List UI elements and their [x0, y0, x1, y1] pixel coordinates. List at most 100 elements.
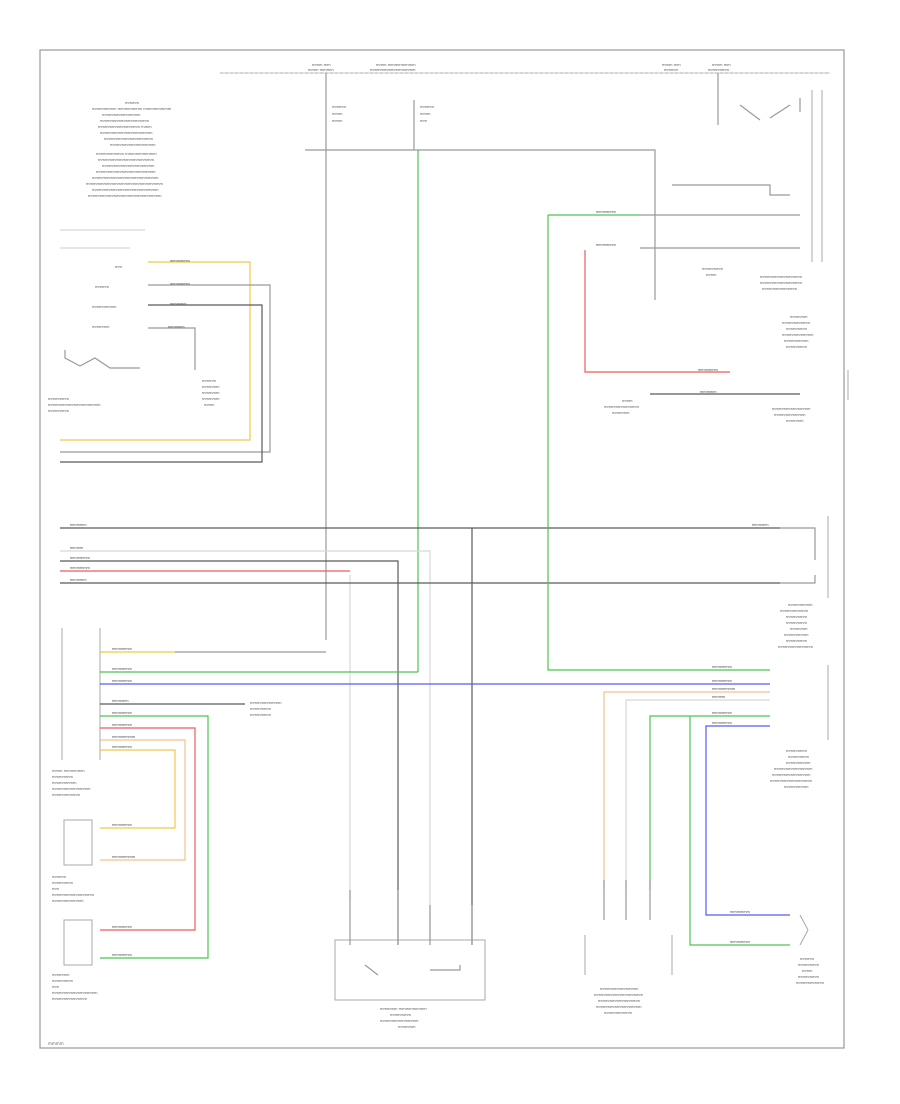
tag-blk-bus-left: mmmmm — [70, 523, 87, 527]
tag-blk-5: mmmmm — [112, 699, 129, 703]
right-bottom-sensor-label: mmmm mmmmmm mmm mmmmmm mmmmmmmm — [796, 957, 825, 985]
tag-blu-1: mmmmmm — [170, 282, 191, 286]
tag-red-3: mmmmmm — [112, 723, 133, 727]
tag-blu-2: mmmmmm — [70, 556, 91, 560]
right-fifth-label-6: mmmmmmmmmmmm — [770, 779, 813, 783]
note-line-12: mmmmmmmmmmmmmmmmm — [96, 170, 156, 174]
right-third-module-label: mmmmmmmmmmm mmmmmmmmm mmmmm — [772, 407, 811, 423]
pin-label-4: mmmmm — [92, 325, 110, 329]
tag-red-1: mmmmmm — [70, 566, 91, 570]
right-third-label-2: mmmmmmmmm — [774, 413, 806, 417]
mid-left-label-5: mmmmmmmm — [52, 793, 81, 797]
pin-label-2: mmmm — [95, 285, 110, 289]
right-light-wire — [625, 699, 770, 890]
left-switch-label: mmmmmm mmmmmmmmmmmmmmm mmmmmm — [48, 397, 101, 413]
left-sensor-2-label-4: mmmmmmmmmmmmm — [52, 991, 98, 995]
mid-ground-label-3: mmmmm — [612, 411, 630, 415]
bottom-center-module-box — [334, 939, 486, 1001]
note-line-10: mmmmmmmmmmmmmmmm — [98, 158, 155, 162]
fuse-right-label-1: mmmm — [420, 105, 435, 109]
page-label: mmmm — [48, 1041, 64, 1046]
bottom-center-module-label: mmmmm mmmmmmmm mmmmmm mmmmmmmmmmm mmmmm — [380, 1007, 427, 1029]
top-label-hot-left-1: mmm mm — [312, 63, 331, 67]
right-second-label-1: mmmmm — [790, 315, 808, 319]
right-bottom-sensor-label-2: mmmmmm — [798, 963, 820, 967]
right-fourth-label-5: mmmmm — [790, 627, 808, 631]
fuse-left-label-2: mmm — [332, 112, 343, 116]
right-bottom-sensor-label-1: mmmm — [800, 957, 815, 961]
right-fifth-label-2: mmmmmm — [788, 755, 810, 759]
right-fifth-module-label: mmmmmm mmmmmm mmmmmmm mmmmmmmmmmm mmmmmm… — [770, 749, 813, 789]
left-sensor-2-label-3: mm — [52, 985, 60, 989]
left-sensor-1-label: mmmm mmmmmm mm mmmmmmmmmmmm mmmmmmmmm — [52, 875, 95, 903]
left-switch-label-1: mmmmmm — [48, 397, 70, 401]
ground-label-2: mmmmm — [202, 385, 220, 389]
right-orange-wire — [603, 691, 770, 890]
tag-grn-7: mmmmmm — [712, 711, 733, 715]
top-label-hot-left-2: mmm mmmm — [308, 68, 334, 72]
note-line-4: mmmmmmmmmmmmmm — [100, 119, 150, 123]
tag-blk-2: mmmmm — [168, 325, 185, 329]
bottom-center-module-internals — [364, 964, 461, 976]
right-fifth-label-5: mmmmmmmmmmm — [772, 773, 811, 777]
right-fifth-label-1: mmmmmm — [786, 749, 808, 753]
note-line-13: mmmmmmmmmmmmmmmmmmm — [92, 176, 159, 180]
tag-vio-1: mmmmmm — [112, 679, 133, 683]
fuse-left-label-3: mmm — [332, 119, 343, 123]
left-sensor-2-box — [63, 919, 93, 966]
note-line-14: mmmmmmmmmmmmmmmmmmmmmm — [86, 182, 164, 186]
right-second-label-5: mmmmmmm — [784, 339, 809, 343]
right-second-label-4: mmmmmmmmm — [782, 333, 814, 337]
left-sensor-1-label-1: mmmm — [52, 875, 67, 879]
ground-label-3: mmmmm — [202, 391, 220, 395]
right-side-switch-wire — [780, 527, 816, 584]
gray-switch-wire — [60, 284, 271, 453]
tag-grn-4: mmmmmm — [112, 667, 133, 671]
left-sensor-2-label-5: mmmmmmmmmm — [52, 997, 88, 1001]
right-fourth-label-8: mmmmmmmmmm — [778, 645, 814, 649]
fuse-right-label-3: mm — [420, 119, 428, 123]
fuse-left-label-1: mmmm — [332, 105, 347, 109]
tag-blk-bus-right: mmmmm — [752, 523, 769, 527]
note-line-2: mmmmmmm mmmmmmm mmmmmmmm — [92, 107, 172, 111]
right-third-label-3: mmmmm — [786, 419, 804, 423]
top-label-hot-right-a2: mmmm — [664, 68, 679, 72]
ground-label-1: mmmm — [202, 379, 217, 383]
tag-grn-6: mmmmmm — [112, 953, 133, 957]
fuse-right-label-2: mmm — [420, 112, 431, 116]
green-long-wire — [547, 214, 770, 671]
note-line-7: mmmmmmmmmmmmmm — [104, 137, 154, 141]
top-label-hot-right-b1: mmm mm — [712, 63, 731, 67]
bottom-right-label-4: mmmmmmmmmmmmm — [596, 1005, 642, 1009]
left-sensor-1-label-2: mmmmmm — [52, 881, 74, 885]
mid-ground-label-1: mmm — [622, 399, 633, 403]
tag-org-3: mmmmmmm — [712, 687, 736, 691]
tag-pnk-1: mmmm — [712, 695, 726, 699]
mid-left-module-box — [61, 628, 101, 760]
light-gray-bus-wire — [60, 550, 431, 940]
bottom-right-label-1: mmmmmmmmmmm — [600, 987, 639, 991]
right-fourth-label-7: mmmmmm — [786, 639, 808, 643]
top-left-note: mmmm mmmmmmm mmmmmmm mmmmmmmm mmmmmmmmmm… — [86, 101, 172, 198]
left-sensor-1-box — [63, 819, 93, 866]
tag-grn-3: mmmmmm — [596, 243, 617, 247]
mid-left-ground-label-2: mmmmmm — [250, 707, 272, 711]
bottom-center-label-2: mmmmmm — [390, 1013, 412, 1017]
left-switch-label-2: mmmmmmmmmmmmmmm — [48, 403, 101, 407]
right-relay-coil — [672, 184, 790, 196]
ground-label: mmmm mmmmm mmmmm mmmmm mmm — [202, 379, 220, 407]
tag-blk-1: mmmmm — [170, 302, 187, 306]
top-label-hot-right-a1: mmm mm — [662, 63, 681, 67]
right-fourth-label-1: mmmmmmm — [788, 603, 813, 607]
bottom-right-label-3: mmmmmmmmmmmm — [598, 999, 641, 1003]
right-fourth-label-4: mmmmmm — [786, 621, 808, 625]
mid-left-module-label: mmm mmmmmm mmmmmm mmmmmmm mmmmmmmmmmm mm… — [52, 769, 91, 797]
left-sensor-1-label-5: mmmmmmmmm — [52, 899, 84, 903]
bottom-right-label-2: mmmmmmmmmmmmmm — [594, 993, 644, 997]
tag-vio-2: mmmmmm — [712, 679, 733, 683]
tag-yel-3: mmmmmm — [112, 745, 133, 749]
top-label-hot-right-b2: mmmmmm — [708, 68, 730, 72]
right-third-label-1: mmmmmmmmmmm — [772, 407, 811, 411]
ground-label-4: mmmmm — [202, 397, 220, 401]
